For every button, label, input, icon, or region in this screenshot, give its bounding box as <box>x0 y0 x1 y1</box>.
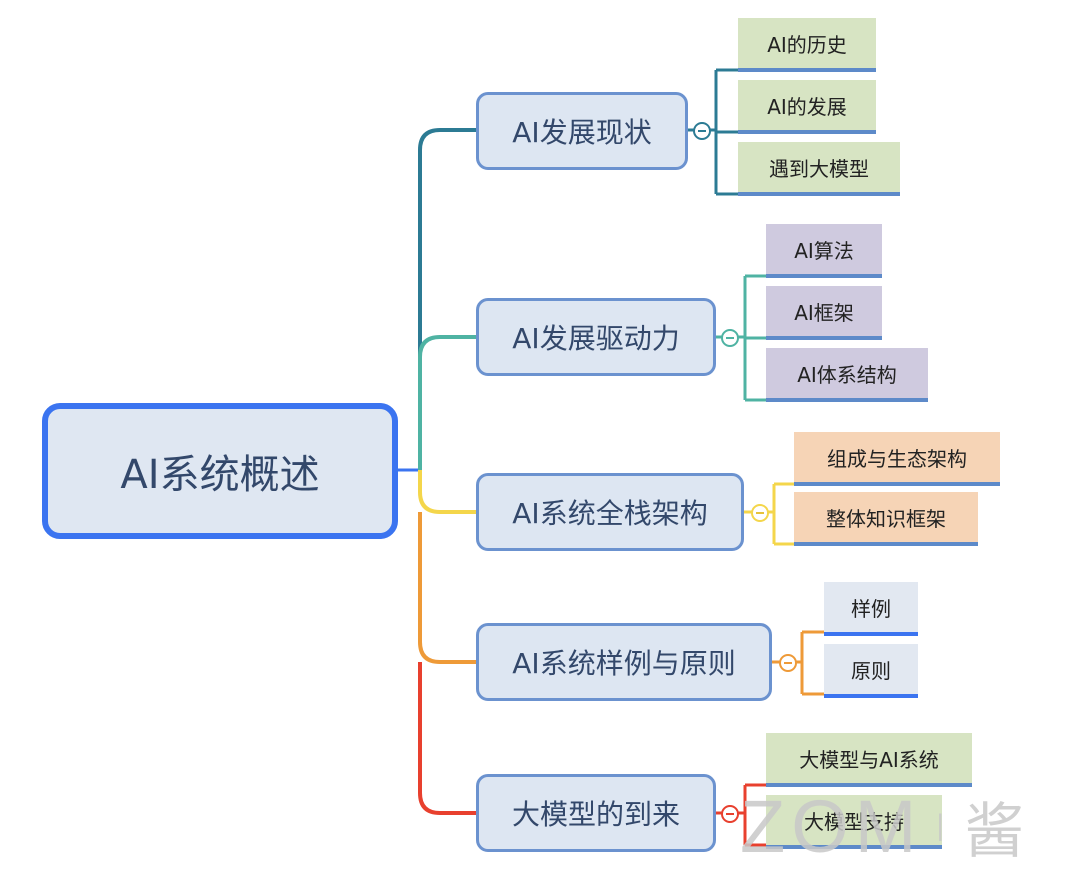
subtopic-composition-ecosystem[interactable]: 组成与生态架构 <box>794 432 1000 486</box>
collapse-icon[interactable] <box>751 504 769 522</box>
subtopic-big-model-support[interactable]: 大模型支持 <box>766 795 942 849</box>
topic-ai-system-fullstack[interactable]: AI系统全栈架构 <box>476 473 744 551</box>
subtopic-knowledge-framework[interactable]: 整体知识框架 <box>794 492 978 546</box>
branch-line-1 <box>418 128 478 470</box>
subtopic-ai-algorithm[interactable]: AI算法 <box>766 224 882 278</box>
topic-ai-development-status[interactable]: AI发展现状 <box>476 92 688 170</box>
subtopic-ai-development[interactable]: AI的发展 <box>738 80 876 134</box>
branch-line-4 <box>418 512 478 664</box>
watermark: ZOM | 酱 <box>740 784 1070 868</box>
collapse-icon[interactable] <box>693 122 711 140</box>
root-node[interactable]: AI系统概述 <box>42 403 398 539</box>
branch-line-2 <box>418 335 478 470</box>
topic-ai-driving-force[interactable]: AI发展驱动力 <box>476 298 716 376</box>
topic-ai-system-examples-principles[interactable]: AI系统样例与原则 <box>476 623 772 701</box>
watermark-divider: | <box>936 809 951 842</box>
subtopic-ai-framework[interactable]: AI框架 <box>766 286 882 340</box>
collapse-icon[interactable] <box>779 654 797 672</box>
collapse-icon[interactable] <box>721 329 739 347</box>
subtopic-examples[interactable]: 样例 <box>824 582 918 636</box>
subtopic-ai-architecture[interactable]: AI体系结构 <box>766 348 928 402</box>
subtopic-ai-history[interactable]: AI的历史 <box>738 18 876 72</box>
topic-big-model-arrival[interactable]: 大模型的到来 <box>476 774 716 852</box>
subtopic-big-model-encounter[interactable]: 遇到大模型 <box>738 142 900 196</box>
branch-line-5 <box>418 662 478 815</box>
branch-line-3 <box>418 470 478 514</box>
watermark-text: ZOM <box>740 784 923 868</box>
collapse-icon[interactable] <box>721 805 739 823</box>
watermark-glyph: 酱 <box>964 797 1031 865</box>
subtopic-principles[interactable]: 原则 <box>824 644 918 698</box>
subtopic-big-model-ai-system[interactable]: 大模型与AI系统 <box>766 733 972 787</box>
